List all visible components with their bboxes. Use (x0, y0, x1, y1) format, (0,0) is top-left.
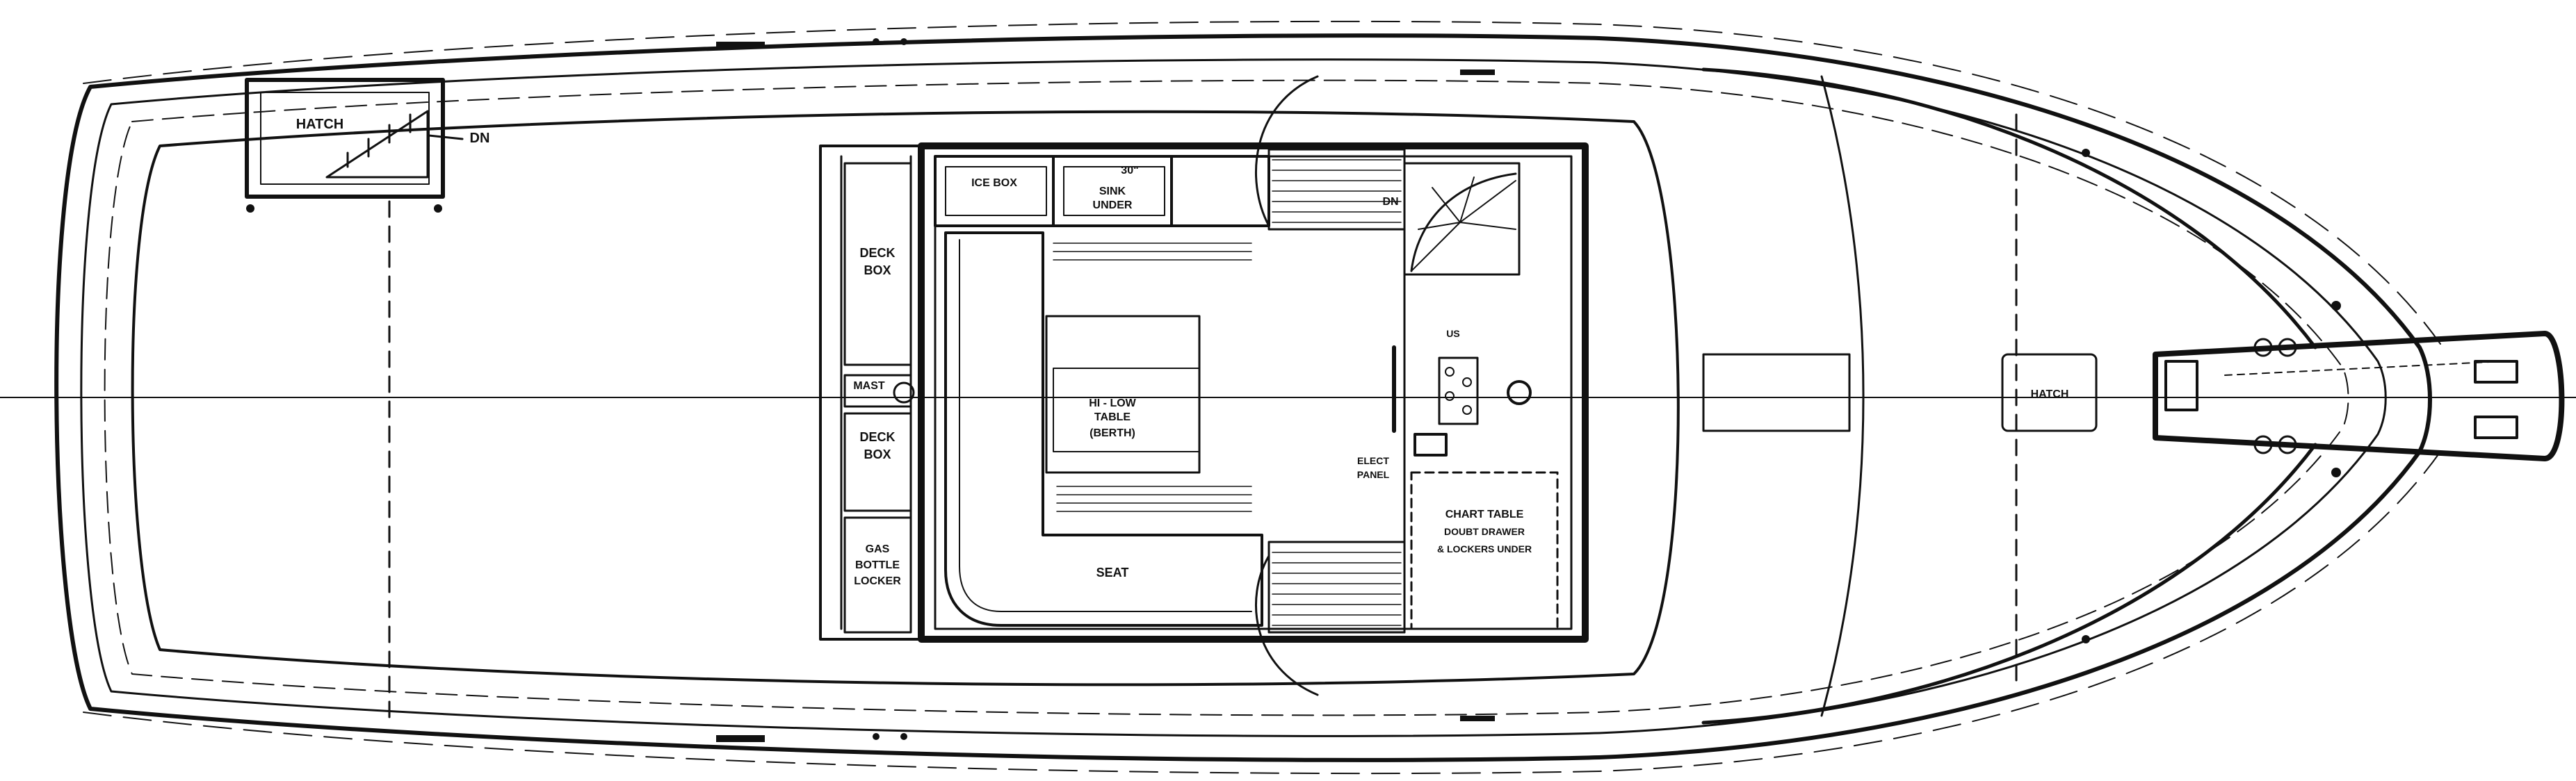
mast-label: MAST (853, 380, 885, 392)
aft-hatch: HATCH DN (245, 78, 490, 199)
sink-under-label-1: SINK (1099, 186, 1126, 197)
table-label-3: (BERTH) (1089, 427, 1135, 439)
chart-table-label-1: CHART TABLE (1445, 509, 1524, 520)
deck-box-2-label-a: DECK (859, 430, 895, 444)
sink-dimension-label: 30" (1121, 165, 1138, 176)
us-label: US (1446, 328, 1459, 339)
aft-hatch-label: HATCH (296, 117, 344, 132)
gas-locker-label-1: GAS (866, 543, 890, 555)
deck-boundary (131, 67, 2317, 725)
table-label-1: HI - LOW (1089, 397, 1136, 409)
companionway-stair: DN (1382, 162, 1521, 276)
elect-panel-label-1: ELECT (1357, 455, 1389, 466)
deck-box-2-label-b: BOX (864, 447, 891, 461)
table-label-2: TABLE (1094, 411, 1131, 423)
gas-locker-label-2: BOTTLE (855, 559, 900, 571)
nav-station: US ELECT PANEL CHART TABLE DOUBT DRAWER … (1357, 228, 1559, 634)
aft-hatch-down-label: DN (470, 131, 490, 146)
deck-dashed-lines (388, 113, 2018, 724)
chart-table-label-3: & LOCKERS UNDER (1437, 543, 1532, 554)
deck-lockers: DECK BOX MAST DECK BOX GAS BOTTLE LOCKER (843, 162, 915, 634)
foredeck-beam (1702, 353, 1851, 432)
bowsprit (2153, 331, 2565, 461)
saloon-seat (944, 231, 1263, 627)
forward-hatch: HATCH (2001, 353, 2098, 432)
gas-locker-label-3: LOCKER (854, 575, 901, 587)
deck-box-1-label-b: BOX (864, 263, 891, 277)
elect-panel-label-2: PANEL (1357, 469, 1390, 480)
galley: ICE BOX 30" SINK UNDER (934, 155, 1270, 227)
seat-label: SEAT (1096, 566, 1129, 579)
stair-down-label: DN (1382, 196, 1398, 208)
companionway-hatch (1255, 75, 1406, 696)
ice-box-label: ICE BOX (971, 177, 1017, 189)
forward-hatch-label: HATCH (2031, 388, 2069, 400)
hull-outline (54, 20, 2441, 775)
deck-fittings (246, 38, 2341, 742)
deck-box-1-label-a: DECK (859, 246, 895, 260)
sink-under-label-2: UNDER (1093, 199, 1133, 211)
hi-low-table: HI - LOW TABLE (BERTH) (1045, 315, 1201, 474)
chart-table-label-2: DOUBT DRAWER (1444, 526, 1525, 537)
